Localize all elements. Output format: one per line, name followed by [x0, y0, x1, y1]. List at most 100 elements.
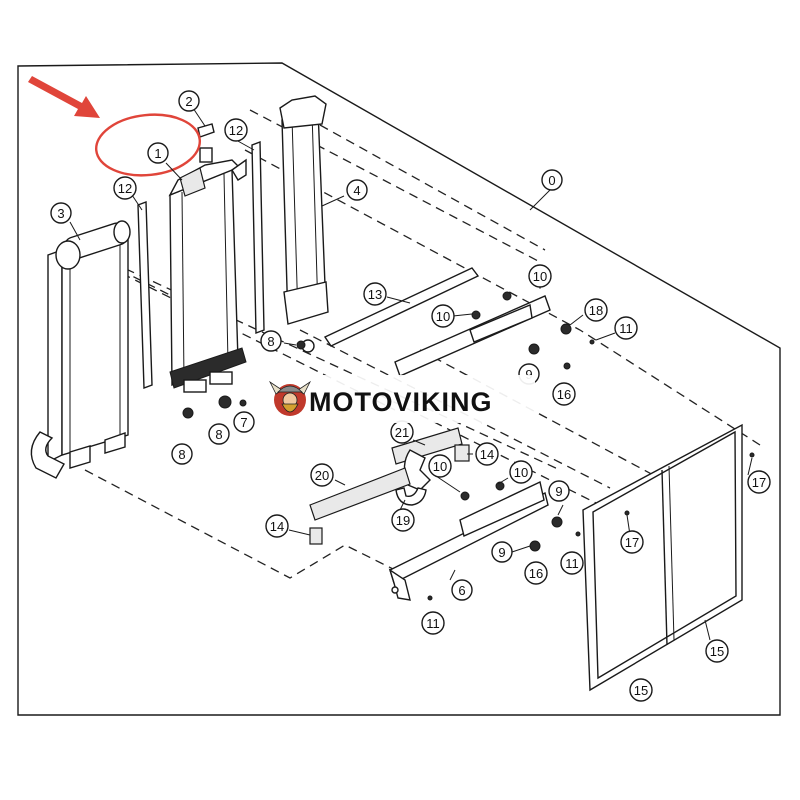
viking-mascot-icon: [268, 380, 312, 416]
part-14-pads: [309, 444, 470, 545]
callout-number: 21: [395, 425, 409, 440]
callout-number: 4: [353, 183, 360, 198]
callout-circle: [552, 382, 576, 406]
callout-number: 15: [710, 644, 724, 659]
callout-number: 10: [533, 269, 547, 284]
callout-circle: [524, 561, 548, 585]
part-6-lower-bracket: [388, 480, 549, 601]
part-13-bar: [323, 267, 480, 347]
watermark-text: MOTOVIKING: [309, 387, 493, 417]
callout-circle: [475, 442, 499, 466]
callout-c11c: 11: [421, 611, 445, 635]
callout-circle: [310, 463, 334, 487]
callout-c4: 4: [346, 179, 368, 201]
part-1-radiator: [168, 147, 247, 393]
callout-c11a: 11: [614, 316, 638, 340]
callout-c3: 3: [50, 202, 72, 224]
callout-c8c: 8: [260, 330, 282, 352]
callout-circle: [614, 316, 638, 340]
diagram-frame: [17, 62, 781, 716]
callout-number: 2: [185, 94, 192, 109]
callout-c7: 7: [233, 411, 255, 433]
callout-circle: [421, 611, 445, 635]
callout-number: 14: [270, 519, 284, 534]
callout-circle: [171, 443, 193, 465]
callout-circle: [491, 541, 513, 563]
callout-circle: [346, 179, 368, 201]
part-20-foam-bar: [309, 467, 411, 521]
callout-number: 12: [118, 181, 132, 196]
callout-c12b: 12: [224, 118, 248, 142]
callout-c14b: 14: [265, 514, 289, 538]
callout-circle: [428, 454, 452, 478]
fasteners: [182, 291, 755, 601]
callout-circle: [528, 264, 552, 288]
callout-number: 14: [480, 447, 494, 462]
part-3-oil-cooler: [30, 220, 131, 479]
callout-c10a: 10: [528, 264, 552, 288]
callout-number: 8: [215, 427, 222, 442]
callout-circle: [224, 118, 248, 142]
callout-number: 9: [555, 484, 562, 499]
callout-circle: [629, 678, 653, 702]
callout-circle: [233, 411, 255, 433]
callout-c9c: 9: [491, 541, 513, 563]
callout-c2: 2: [178, 90, 200, 112]
callout-number: 12: [229, 123, 243, 138]
callout-c15a: 15: [705, 639, 729, 663]
callout-c10c: 10: [428, 454, 452, 478]
callout-circle: [451, 579, 473, 601]
callout-number: 11: [619, 321, 633, 336]
part-21-foam-bar: [391, 427, 463, 491]
callout-number: 17: [752, 475, 766, 490]
callout-c15b: 15: [629, 678, 653, 702]
callout-circle: [705, 639, 729, 663]
callout-c18: 18: [584, 298, 608, 322]
callout-number: 11: [565, 556, 579, 571]
assembly-dashed-lines: [84, 109, 761, 579]
leader-lines: [69, 139, 753, 641]
callout-circle: [113, 176, 137, 200]
callout-c6: 6: [451, 579, 473, 601]
callout-number: 16: [529, 566, 543, 581]
callout-circle: [50, 202, 72, 224]
callout-circle: [147, 142, 169, 164]
callout-c11b: 11: [560, 551, 584, 575]
callout-number: 17: [625, 535, 639, 550]
callout-circle: [260, 330, 282, 352]
callout-number: 8: [267, 334, 274, 349]
callout-circle: [208, 423, 230, 445]
callout-c9b: 9: [548, 480, 570, 502]
callout-number: 10: [436, 309, 450, 324]
callout-number: 15: [634, 683, 648, 698]
watermark: MOTOVIKING: [265, 375, 535, 423]
callout-c16b: 16: [524, 561, 548, 585]
callout-c0: 0: [541, 169, 563, 191]
upper-bracket: [394, 295, 551, 377]
part-12-seal-strips: [137, 140, 265, 389]
callout-number: 13: [368, 287, 382, 302]
callout-circle: [747, 470, 771, 494]
callout-circle: [584, 298, 608, 322]
callout-c16a: 16: [552, 382, 576, 406]
callout-circle: [363, 282, 387, 306]
callout-c19: 19: [391, 508, 415, 532]
callout-circle: [431, 304, 455, 328]
callout-number: 10: [514, 465, 528, 480]
callout-c13: 13: [363, 282, 387, 306]
callout-number: 18: [589, 303, 603, 318]
callout-c12a: 12: [113, 176, 137, 200]
callout-circle: [541, 169, 563, 191]
callout-c20: 20: [310, 463, 334, 487]
callout-number: 10: [433, 459, 447, 474]
callout-c10b: 10: [431, 304, 455, 328]
callout-circle: [509, 460, 533, 484]
callout-number: 1: [154, 146, 161, 161]
part-15-screen-panels: [582, 423, 743, 692]
part-2-cap: [192, 107, 215, 138]
part-19-clip: [395, 487, 427, 506]
callout-c8a: 8: [171, 443, 193, 465]
highlight-arrow: [28, 76, 100, 118]
highlight-ellipse: [94, 113, 202, 177]
